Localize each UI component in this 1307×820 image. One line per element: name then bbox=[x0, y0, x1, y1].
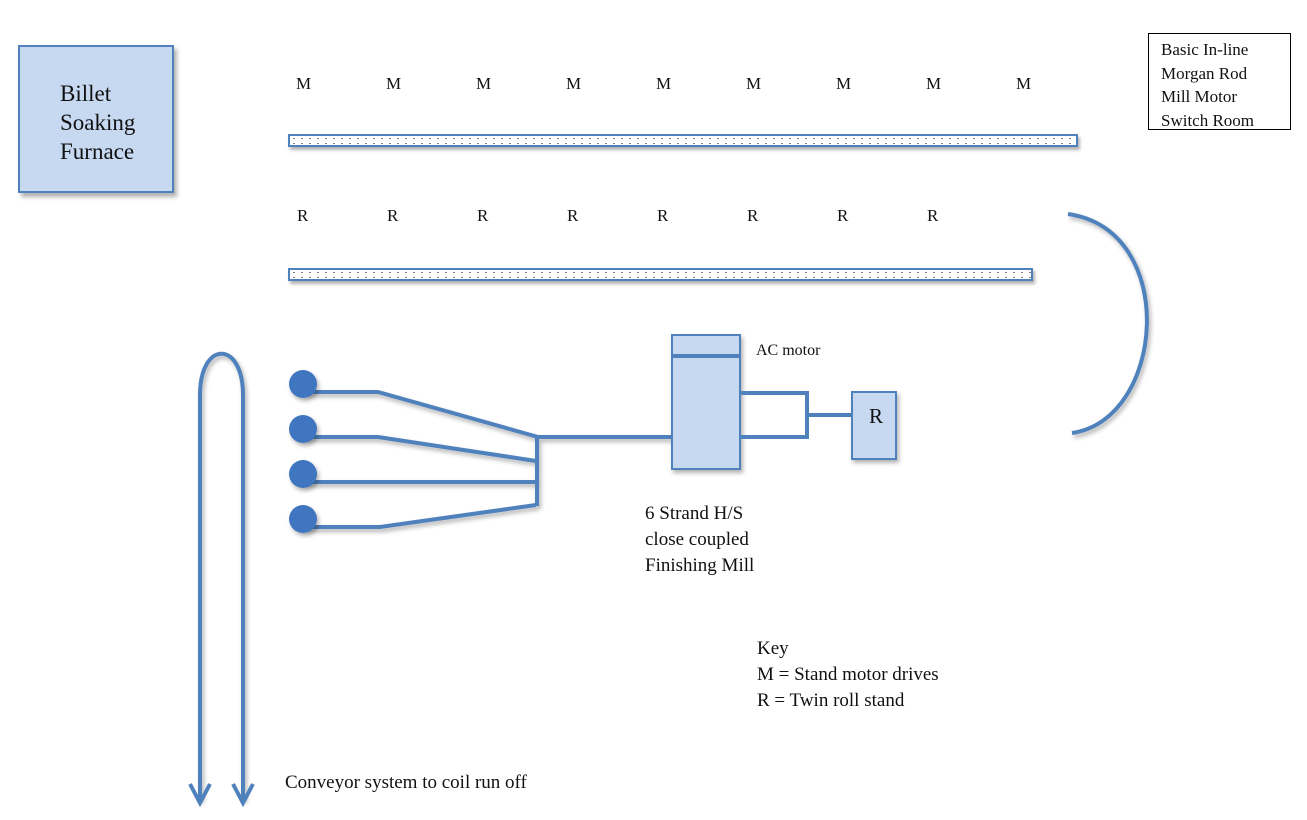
stand-motor-3: M bbox=[476, 74, 492, 93]
roll-stand-7: R bbox=[837, 206, 849, 225]
stand-motor-2: M bbox=[386, 74, 402, 93]
key-legend: Key M = Stand motor drives R = Twin roll… bbox=[757, 636, 939, 714]
key-entry-r: R = Twin roll stand bbox=[757, 690, 905, 711]
motor-shaft bbox=[740, 391, 852, 439]
strand-coil-4 bbox=[289, 505, 317, 533]
key-entry-m: M = Stand motor drives bbox=[757, 664, 939, 685]
switch-room-line: Morgan Rod bbox=[1161, 63, 1248, 83]
conveyor-arrow-left bbox=[188, 783, 212, 808]
stand-motor-6: M bbox=[746, 74, 762, 93]
strand-coil-1 bbox=[289, 370, 317, 398]
finishing-mill-label: 6 Strand H/S close coupled Finishing Mil… bbox=[645, 501, 754, 579]
finishing-mill-line: 6 Strand H/S bbox=[645, 503, 744, 524]
return-loop-arc bbox=[1067, 212, 1149, 435]
furnace-label: Billet Soaking Furnace bbox=[60, 79, 135, 166]
stand-motor-7: M bbox=[836, 74, 852, 93]
roll-stand-2: R bbox=[387, 206, 399, 225]
furnace-line: Furnace bbox=[60, 139, 135, 164]
roll-stand-3: R bbox=[477, 206, 489, 225]
roll-stand-8: R bbox=[927, 206, 939, 225]
key-title: Key bbox=[757, 638, 789, 659]
strand-coil-2 bbox=[289, 415, 317, 443]
conveyor-loop bbox=[198, 351, 245, 800]
switch-room-line: Switch Room bbox=[1161, 110, 1255, 130]
stand-motor-8: M bbox=[926, 74, 942, 93]
motor-rail bbox=[288, 134, 1078, 147]
strand-lines bbox=[303, 390, 672, 529]
ac-motor-label: AC motor bbox=[756, 342, 821, 359]
conveyor-arrow-right bbox=[231, 783, 255, 808]
strand-coil-3 bbox=[289, 460, 317, 488]
finishing-mill-line: Finishing Mill bbox=[645, 555, 755, 576]
switch-room-line: Basic In-line bbox=[1161, 40, 1249, 59]
roll-rail bbox=[288, 268, 1033, 281]
roll-stand-4: R bbox=[567, 206, 579, 225]
furnace-line: Billet bbox=[60, 81, 112, 106]
roll-stand-6: R bbox=[747, 206, 759, 225]
furnace-line: Soaking bbox=[60, 110, 136, 135]
switch-room-line: Mill Motor bbox=[1161, 87, 1238, 106]
finishing-roll-stand bbox=[851, 391, 897, 460]
stand-motor-1: M bbox=[296, 74, 312, 93]
stand-motor-9: M bbox=[1016, 74, 1032, 93]
finishing-mill-line: close coupled bbox=[645, 529, 749, 550]
billet-soaking-furnace: Billet Soaking Furnace bbox=[18, 45, 174, 193]
roll-stand-5: R bbox=[657, 206, 669, 225]
roll-stand-1: R bbox=[297, 206, 309, 225]
stand-motor-4: M bbox=[566, 74, 582, 93]
finishing-roll-label: R bbox=[869, 404, 884, 428]
conveyor-label: Conveyor system to coil run off bbox=[285, 772, 527, 793]
switch-room-label-box: Basic In-line Morgan Rod Mill Motor Swit… bbox=[1148, 33, 1291, 130]
stand-motor-5: M bbox=[656, 74, 672, 93]
